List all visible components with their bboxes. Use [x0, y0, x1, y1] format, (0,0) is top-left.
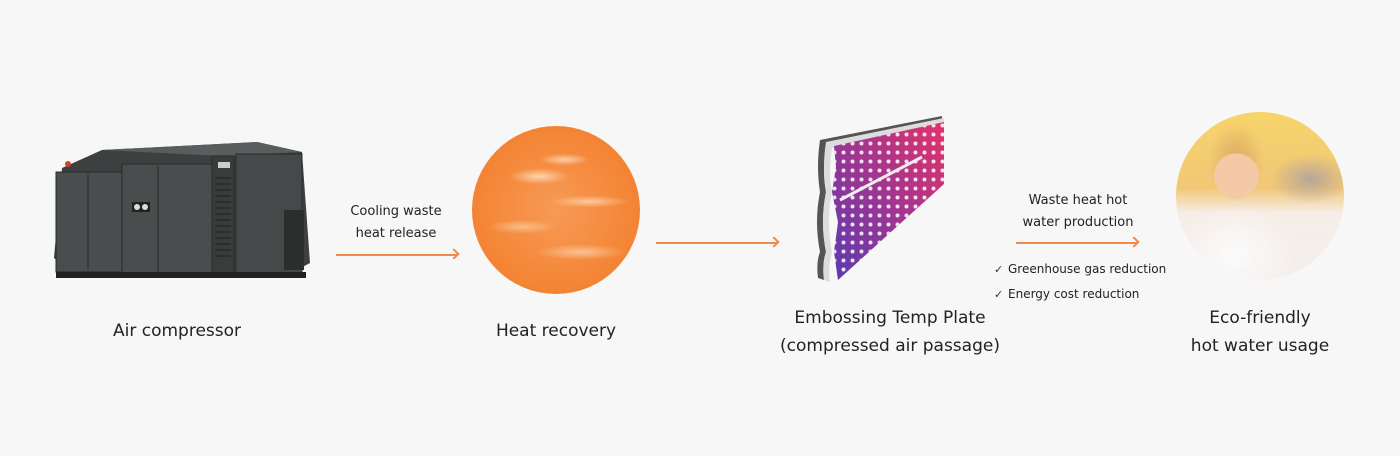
step-label-eco-line2: hot water usage — [1190, 336, 1330, 356]
step-label-heat-recovery: Heat recovery — [495, 321, 617, 341]
step-label-eco-line1: Eco-friendly — [1209, 308, 1311, 328]
embossed-plate-image — [817, 116, 944, 282]
check-icon: ✓ — [994, 288, 1004, 301]
step-label-plate-line1: Embossing Temp Plate — [794, 308, 986, 328]
check-icon: ✓ — [994, 263, 1004, 276]
arrow-caption-hotwater-line2: water production — [1022, 215, 1134, 230]
arrow-caption-cooling-line2: heat release — [355, 226, 437, 241]
step-label-plate-line2: (compressed air passage) — [780, 336, 1000, 356]
benefit-item: ✓Energy cost reduction — [994, 282, 1166, 307]
air-compressor-image — [54, 142, 310, 278]
arrow-caption-hotwater-line1: Waste heat hot — [1028, 193, 1128, 208]
arrow-right-icon — [656, 242, 778, 244]
hot-water-usage-image — [1176, 112, 1344, 280]
step-label-air-compressor: Air compressor — [112, 321, 242, 341]
heat-recovery-image — [472, 126, 640, 294]
benefit-item: ✓Greenhouse gas reduction — [994, 257, 1166, 282]
arrow-right-icon — [336, 254, 458, 256]
arrow-right-icon — [1016, 242, 1138, 244]
arrow-caption-cooling-line1: Cooling waste — [350, 204, 442, 219]
benefits-list: ✓Greenhouse gas reduction ✓Energy cost r… — [994, 257, 1166, 307]
